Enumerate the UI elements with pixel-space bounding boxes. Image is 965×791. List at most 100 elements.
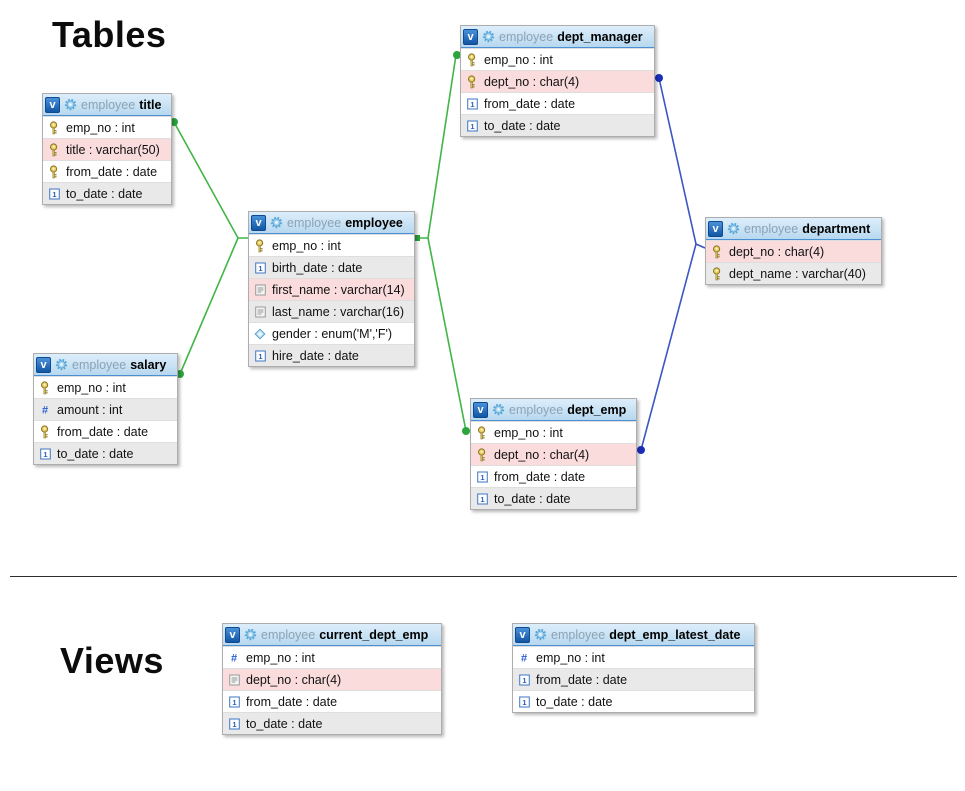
- gear-icon: [727, 222, 740, 235]
- column-row-employee-0[interactable]: emp_no : int: [249, 234, 414, 256]
- column-row-employee-3[interactable]: last_name : varchar(16): [249, 300, 414, 322]
- column-label: gender : enum('M','F'): [272, 326, 393, 341]
- column-row-current_dept_emp-0[interactable]: #emp_no : int: [223, 646, 441, 668]
- calendar-icon: 1: [39, 447, 51, 460]
- svg-text:1: 1: [258, 352, 262, 361]
- svg-text:1: 1: [480, 495, 484, 504]
- calendar-icon: 1: [518, 673, 530, 686]
- column-row-dept_manager-1[interactable]: dept_no : char(4): [461, 70, 654, 92]
- enum-diamond-icon: [254, 327, 266, 340]
- schema-name: employee: [81, 97, 136, 112]
- svg-text:1: 1: [480, 473, 484, 482]
- calendar-icon: 1: [518, 695, 530, 708]
- svg-text:1: 1: [258, 264, 262, 273]
- v-badge-icon: v: [515, 626, 530, 643]
- gear-icon: [244, 628, 257, 641]
- column-label: birth_date : date: [272, 260, 363, 275]
- column-row-salary-1[interactable]: #amount : int: [34, 398, 177, 420]
- svg-text:#: #: [521, 653, 527, 665]
- connector-title-employee: [173, 121, 248, 239]
- column-row-current_dept_emp-1[interactable]: dept_no : char(4): [223, 668, 441, 690]
- column-row-department-0[interactable]: dept_no : char(4): [706, 240, 881, 262]
- calendar-icon: 1: [254, 349, 266, 362]
- column-label: emp_no : int: [536, 650, 605, 665]
- connector-employee-dept_emp: [427, 237, 467, 432]
- connector-salary-employee: [179, 237, 239, 375]
- column-label: amount : int: [57, 402, 123, 417]
- column-row-title-2[interactable]: from_date : date: [43, 160, 171, 182]
- svg-text:1: 1: [232, 720, 236, 729]
- tables-section-heading: Tables: [52, 14, 167, 55]
- column-row-title-0[interactable]: emp_no : int: [43, 116, 171, 138]
- connector-endpoint-circle: [655, 74, 663, 82]
- calendar-icon: 1: [228, 695, 240, 708]
- column-label: dept_no : char(4): [729, 244, 825, 259]
- column-row-dept_manager-2[interactable]: 1 from_date : date: [461, 92, 654, 114]
- column-row-employee-4[interactable]: gender : enum('M','F'): [249, 322, 414, 344]
- key-icon: [711, 266, 723, 281]
- schema-name: employee: [72, 357, 127, 372]
- svg-text:1: 1: [522, 676, 526, 685]
- connector-endpoint-square: [414, 235, 420, 241]
- column-row-department-1[interactable]: dept_name : varchar(40): [706, 262, 881, 284]
- column-row-employee-1[interactable]: 1 birth_date : date: [249, 256, 414, 278]
- column-row-dept_emp-1[interactable]: dept_no : char(4): [471, 443, 636, 465]
- column-label: from_date : date: [484, 96, 576, 111]
- view-name: dept_emp_latest_date: [609, 627, 741, 642]
- gear-icon: [534, 628, 547, 641]
- calendar-icon: 1: [228, 717, 240, 730]
- key-icon: [711, 244, 723, 259]
- column-row-title-1[interactable]: title : varchar(50): [43, 138, 171, 160]
- calendar-icon: 1: [48, 187, 60, 200]
- connector-endpoint-circle: [462, 427, 470, 435]
- schema-name: employee: [551, 627, 606, 642]
- column-row-employee-2[interactable]: first_name : varchar(14): [249, 278, 414, 300]
- key-icon: [48, 142, 60, 157]
- table-name: dept_manager: [557, 29, 643, 44]
- schema-name: employee: [499, 29, 554, 44]
- column-label: emp_no : int: [57, 380, 126, 395]
- key-icon: [466, 74, 478, 89]
- svg-text:1: 1: [470, 100, 474, 109]
- column-row-dept_emp-0[interactable]: emp_no : int: [471, 421, 636, 443]
- v-badge-icon: v: [708, 220, 723, 237]
- table-name: salary: [130, 357, 167, 372]
- column-label: first_name : varchar(14): [272, 282, 405, 297]
- column-row-dept_manager-0[interactable]: emp_no : int: [461, 48, 654, 70]
- column-row-dept_emp_latest_date-0[interactable]: # emp_no : int: [513, 646, 754, 668]
- v-badge-icon: v: [225, 626, 240, 643]
- hash-icon: #: [518, 651, 530, 665]
- connector-endpoint-circle: [176, 370, 184, 378]
- calendar-icon: 1: [476, 470, 488, 483]
- column-row-salary-2[interactable]: from_date : date: [34, 420, 177, 442]
- column-row-salary-0[interactable]: emp_no : int: [34, 376, 177, 398]
